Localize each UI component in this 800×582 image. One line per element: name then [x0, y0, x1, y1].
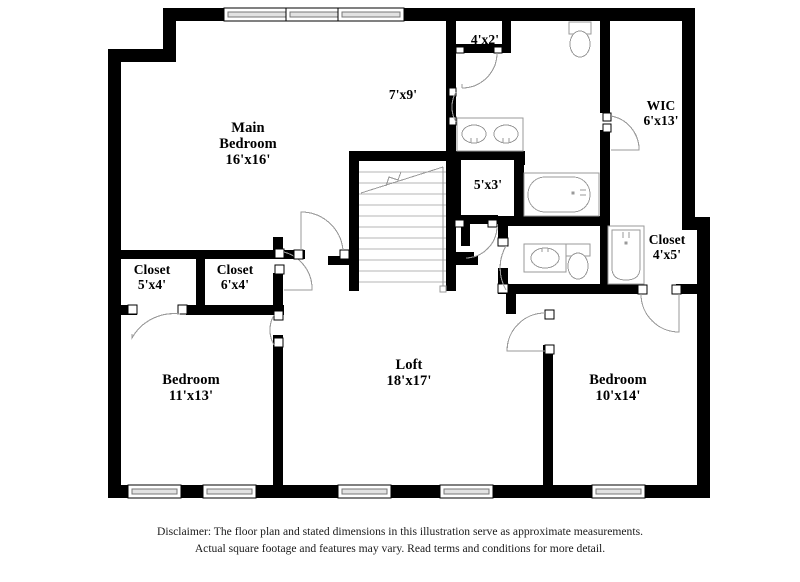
window-bottom-4	[439, 484, 494, 499]
window-top-3	[337, 7, 405, 22]
fixtures	[456, 21, 645, 285]
shower-lower	[607, 225, 645, 285]
room-label-wic: WIC 6'x13'	[643, 98, 679, 129]
room-label-hall-7x9: 7'x9'	[388, 87, 418, 102]
room-label-closet-6x4: Closet 6'x4'	[216, 262, 254, 293]
window-top-1	[223, 7, 291, 22]
exterior-walls	[108, 8, 710, 498]
door-linen-closet	[455, 46, 503, 89]
door-wic	[602, 112, 640, 151]
window-bottom-5	[591, 484, 646, 499]
toilet-lower	[565, 243, 591, 280]
windows	[127, 7, 646, 499]
staircase	[359, 161, 447, 293]
door-hall-landing	[293, 211, 350, 260]
door-main-bedroom	[448, 87, 457, 126]
disclaimer-line-2: Actual square footage and features may v…	[194, 542, 606, 555]
door-bedroom-left	[269, 310, 284, 348]
window-bottom-2	[202, 484, 257, 499]
door-closet-4x5	[637, 284, 682, 333]
window-bottom-1	[127, 484, 182, 499]
room-label-bedroom-right: Bedroom 10'x14'	[589, 372, 647, 405]
interior-walls	[115, 21, 700, 487]
room-label-loft: Loft 18'x17'	[386, 357, 432, 390]
room-label-linen-4x2: 4'x2'	[470, 32, 500, 47]
bathtub-upper	[523, 172, 600, 217]
room-label-bedroom-left: Bedroom 11'x13'	[162, 372, 220, 405]
toilet-upper	[568, 21, 592, 58]
door-bathroom	[497, 237, 509, 294]
room-label-closet-4x5: Closet 4'x5'	[648, 232, 686, 263]
door-closet-5x4	[127, 304, 188, 341]
door-water-closet	[454, 219, 498, 259]
room-label-water-closet: 5'x3'	[473, 177, 503, 192]
double-vanity	[456, 117, 524, 152]
stair-direction-arrow	[360, 166, 444, 194]
door-closet-6x4	[274, 248, 313, 291]
window-bottom-3	[337, 484, 392, 499]
room-label-main-bedroom: Main Bedroom 16'x16'	[219, 120, 277, 169]
sink-lower	[523, 243, 567, 273]
disclaimer-line-1: Disclaimer: The floor plan and stated di…	[157, 525, 643, 538]
room-label-closet-5x4: Closet 5'x4'	[133, 262, 171, 293]
door-bedroom-right	[506, 309, 555, 355]
doors	[127, 46, 682, 355]
